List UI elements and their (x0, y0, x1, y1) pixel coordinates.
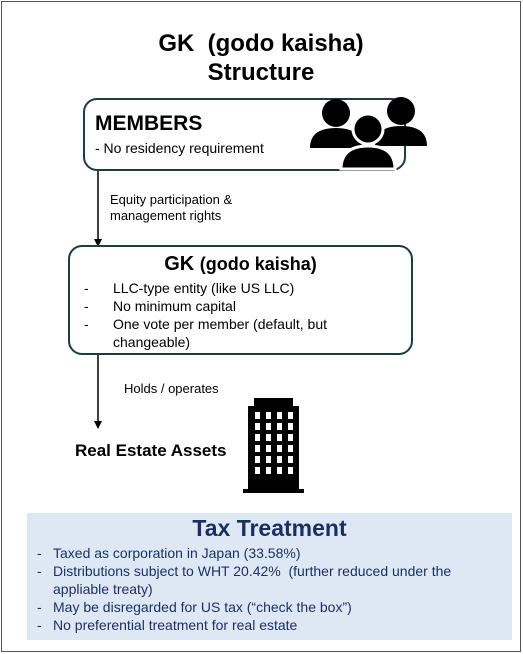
building-window (288, 445, 293, 452)
building-window (255, 456, 260, 463)
gk-box: GK (godo kaisha) LLC-type entity (like U… (68, 245, 413, 355)
members-box: MEMBERS - No residency requirement (83, 98, 406, 171)
building-window (266, 445, 271, 452)
building-window (255, 412, 260, 419)
gk-feature-item: LLC-type entity (like US LLC) (82, 279, 407, 297)
assets-label: Real Estate Assets (75, 441, 227, 460)
building-window (277, 423, 282, 430)
building-window (288, 412, 293, 419)
members-heading: MEMBERS (95, 112, 203, 135)
building-window (266, 412, 271, 419)
building-window (277, 434, 282, 441)
tax-item: Distributions subject to WHT 20.42% (fur… (35, 562, 505, 598)
tax-item: No preferential treatment for real estat… (35, 616, 505, 634)
building-window (277, 412, 282, 419)
edge-label-equity: Equity participation & management rights (110, 192, 232, 224)
edge-label-equity-line-1: Equity participation & (110, 192, 233, 207)
gk-feature-item: One vote per member (default, but change… (82, 315, 407, 351)
building-window (288, 456, 293, 463)
building-window (277, 445, 282, 452)
building-window (266, 423, 271, 430)
gk-heading: GK (godo kaisha) (70, 253, 411, 276)
building-window (288, 423, 293, 430)
tax-item: May be disregarded for US tax (“check th… (35, 598, 505, 616)
building-window (255, 434, 260, 441)
members-note: - No residency requirement (95, 140, 264, 156)
building-window (266, 467, 271, 474)
tax-heading: Tax Treatment (192, 515, 347, 541)
title-line-1: GK (godo kaisha) (158, 30, 364, 57)
gk-heading-main: GK (164, 253, 195, 275)
edge-label-holds: Holds / operates (124, 381, 219, 396)
building-window (266, 434, 271, 441)
building-window (255, 423, 260, 430)
title-line-2: Structure (207, 59, 315, 86)
edge-label-equity-line-2: management rights (110, 208, 222, 223)
gk-heading-sub: (godo kaisha) (199, 254, 317, 274)
building-window (288, 434, 293, 441)
gk-feature-item: No minimum capital (82, 297, 407, 315)
tax-list: Taxed as corporation in Japan (33.58%) D… (35, 544, 505, 634)
building-window (288, 467, 293, 474)
building-window (277, 456, 282, 463)
gk-feature-list: LLC-type entity (like US LLC) No minimum… (82, 279, 407, 351)
tax-item: Taxed as corporation in Japan (33.58%) (35, 544, 505, 562)
building-window (266, 456, 271, 463)
building-window (255, 467, 260, 474)
building-window (277, 467, 282, 474)
building-window (255, 445, 260, 452)
tax-treatment-panel: Tax Treatment Taxed as corporation in Ja… (27, 513, 512, 640)
